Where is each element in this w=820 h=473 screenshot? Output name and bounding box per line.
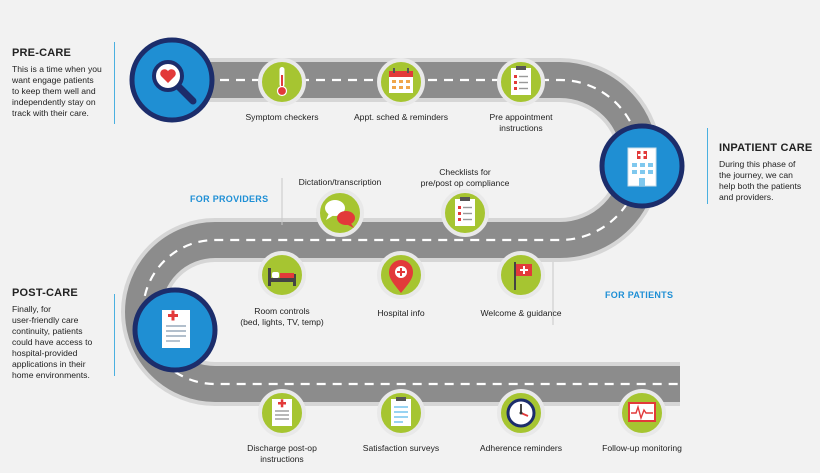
dictation-label: Dictation/transcription [298, 177, 382, 187]
heart-monitor-icon [628, 402, 656, 422]
postcare-description: Finally, for user-friendly care continui… [12, 304, 93, 380]
magnifier-heart-icon [152, 60, 197, 105]
checklist-icon [455, 197, 475, 226]
pre-appointment-item [497, 58, 545, 106]
hospital-bed-icon [268, 268, 296, 286]
adherence-reminders-label: Adherence reminders [479, 443, 563, 453]
thermometer-icon [276, 67, 288, 97]
survey-clipboard-icon [391, 397, 411, 426]
for-providers-label: FOR PROVIDERS [190, 194, 269, 204]
medical-document-icon [162, 310, 190, 348]
hospital-info-item [377, 251, 425, 299]
inpatient-accent-line [707, 128, 708, 204]
flag-icon [514, 262, 532, 290]
pre-appointment-label: Pre appointment instructions [489, 112, 553, 133]
postcare-block: POST-CARE Finally, for user-friendly car… [12, 287, 112, 381]
clock-icon [506, 398, 536, 428]
location-pin-icon [389, 260, 413, 293]
followup-item [618, 389, 666, 437]
followup-monitoring-label: Follow-up monitoring [602, 443, 682, 453]
precare-description: This is a time when you want engage pati… [12, 64, 102, 118]
inpatient-description: During this phase of the journey, we can… [719, 159, 802, 202]
checklists-label: Checklists for pre/post op compliance [420, 167, 510, 188]
appointment-item [377, 58, 425, 106]
room-controls-label: Room controls (bed, lights, TV, temp) [240, 306, 324, 327]
calendar-icon [389, 68, 413, 93]
postcare-accent-line [114, 294, 115, 376]
precare-phase-icon [129, 37, 215, 123]
discharge-label: Discharge post-op instructions [247, 443, 317, 464]
satisfaction-item [377, 389, 425, 437]
welcome-item [497, 251, 545, 299]
symptom-checker-item [258, 58, 306, 106]
inpatient-block: INPATIENT CARE During this phase of the … [719, 142, 819, 203]
room-controls-item [258, 251, 306, 299]
hospital-building-icon [627, 147, 657, 187]
postcare-title: POST-CARE [12, 287, 78, 299]
precare-block: PRE-CARE This is a time when you want en… [12, 47, 112, 119]
welcome-guidance-label: Welcome & guidance [480, 308, 562, 318]
postcare-phase-icon [132, 287, 218, 373]
satisfaction-surveys-label: Satisfaction surveys [362, 443, 440, 453]
checklists-item [441, 189, 489, 237]
dictation-item [316, 189, 364, 237]
precare-accent-line [114, 42, 115, 124]
clipboard-icon [511, 66, 531, 95]
hospital-info-label: Hospital info [377, 308, 425, 318]
discharge-document-icon [272, 399, 292, 426]
for-patients-label: FOR PATIENTS [605, 290, 674, 300]
inpatient-phase-icon [599, 123, 685, 209]
symptom-checkers-label: Symptom checkers [245, 112, 319, 122]
precare-title: PRE-CARE [12, 47, 72, 59]
adherence-item [497, 389, 545, 437]
speech-bubbles-icon [325, 200, 355, 228]
appointment-label: Appt. sched & reminders [353, 112, 449, 122]
inpatient-title: INPATIENT CARE [719, 142, 813, 154]
discharge-item [258, 389, 306, 437]
